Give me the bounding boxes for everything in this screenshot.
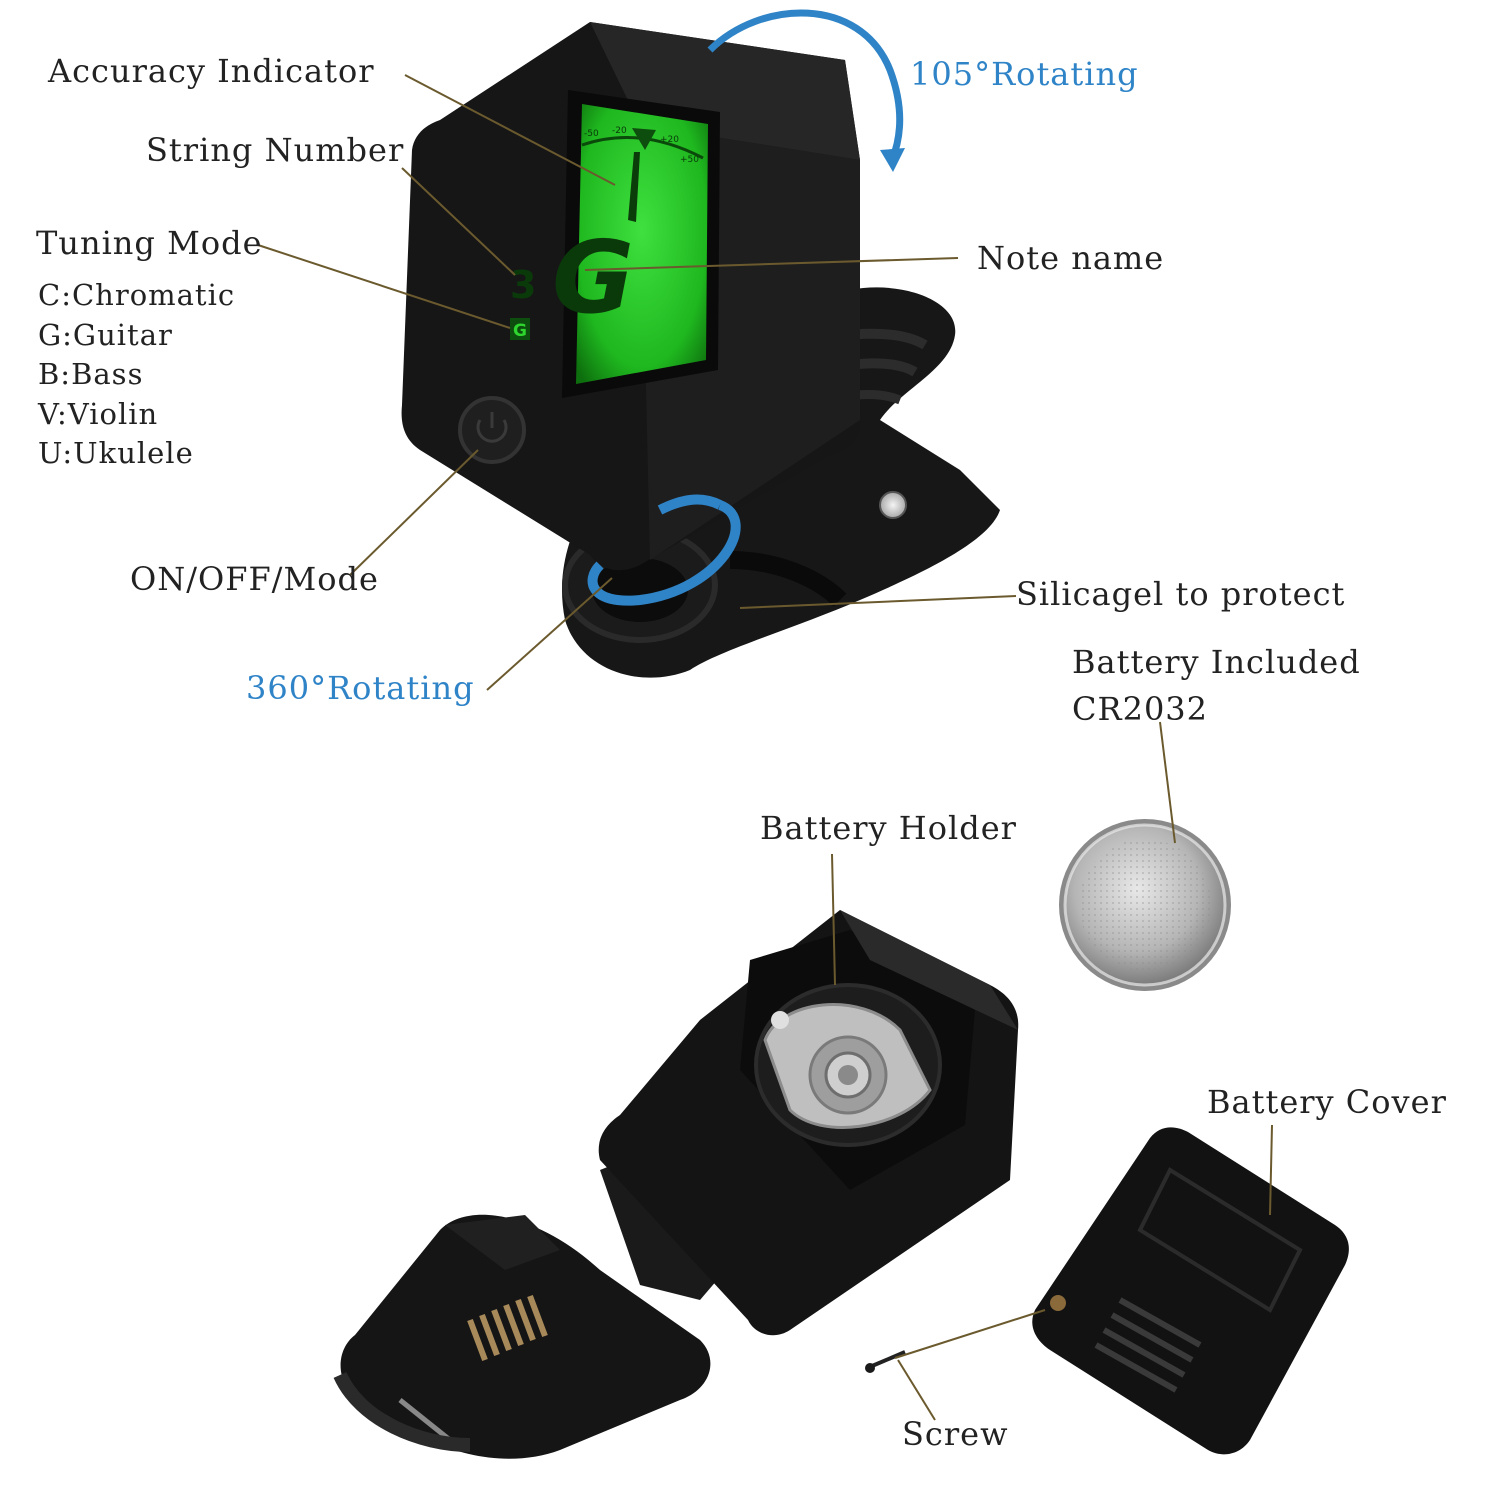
tuning-mode-list: C:Chromatic G:Guitar B:Bass V:Violin U:U…	[38, 276, 235, 474]
battery-cover	[1032, 1127, 1349, 1455]
rotate-105-arrow	[707, 9, 904, 162]
label-accuracy-indicator: Accuracy Indicator	[48, 52, 375, 90]
mode-chromatic: C:Chromatic	[38, 278, 236, 312]
lcd-scale-3: +20	[660, 135, 679, 145]
lcd-scale-2: -20	[612, 126, 627, 136]
mode-violin: V:Violin	[38, 396, 159, 431]
label-tuning-mode: Tuning Mode	[36, 224, 263, 262]
label-360-rotating: 360°Rotating	[246, 669, 475, 707]
mode-guitar: G:Guitar	[38, 317, 173, 352]
lcd-mode-letter: G	[513, 321, 527, 341]
power-button	[458, 396, 526, 464]
lcd-scale-4: +50	[680, 155, 699, 165]
mode-bass: B:Bass	[38, 357, 144, 391]
lcd-note: G	[552, 219, 634, 336]
lcd-screen	[576, 104, 708, 384]
pivot-screw	[879, 491, 907, 519]
label-string-number: String Number	[146, 131, 405, 169]
accuracy-triangle	[632, 128, 656, 150]
label-battery-model: CR2032	[1072, 690, 1209, 728]
label-on-off-mode: ON/OFF/Mode	[130, 560, 379, 598]
leader-lines-top	[257, 74, 1017, 691]
label-battery-included: Battery Included	[1072, 643, 1361, 681]
label-105-rotating: 105°Rotating	[910, 55, 1139, 93]
cr2032-battery	[1059, 819, 1231, 991]
label-silicagel: Silicagel to protect	[1016, 575, 1346, 613]
leader-lines-bottom	[831, 721, 1273, 1421]
label-battery-holder: Battery Holder	[760, 809, 1017, 847]
lcd-scale-1: -50	[584, 129, 599, 139]
label-battery-cover: Battery Cover	[1207, 1083, 1447, 1121]
rotate-360-arrow	[587, 500, 741, 606]
tuner-back-view	[333, 910, 1019, 1459]
tuner-front-view	[401, 9, 1000, 678]
label-screw: Screw	[902, 1415, 1009, 1453]
label-note-name: Note name	[977, 239, 1165, 277]
screw	[865, 1350, 906, 1373]
tuning-needle	[628, 152, 640, 222]
lcd-string-number: 3	[510, 263, 536, 307]
mode-ukulele: U:Ukulele	[38, 436, 194, 470]
